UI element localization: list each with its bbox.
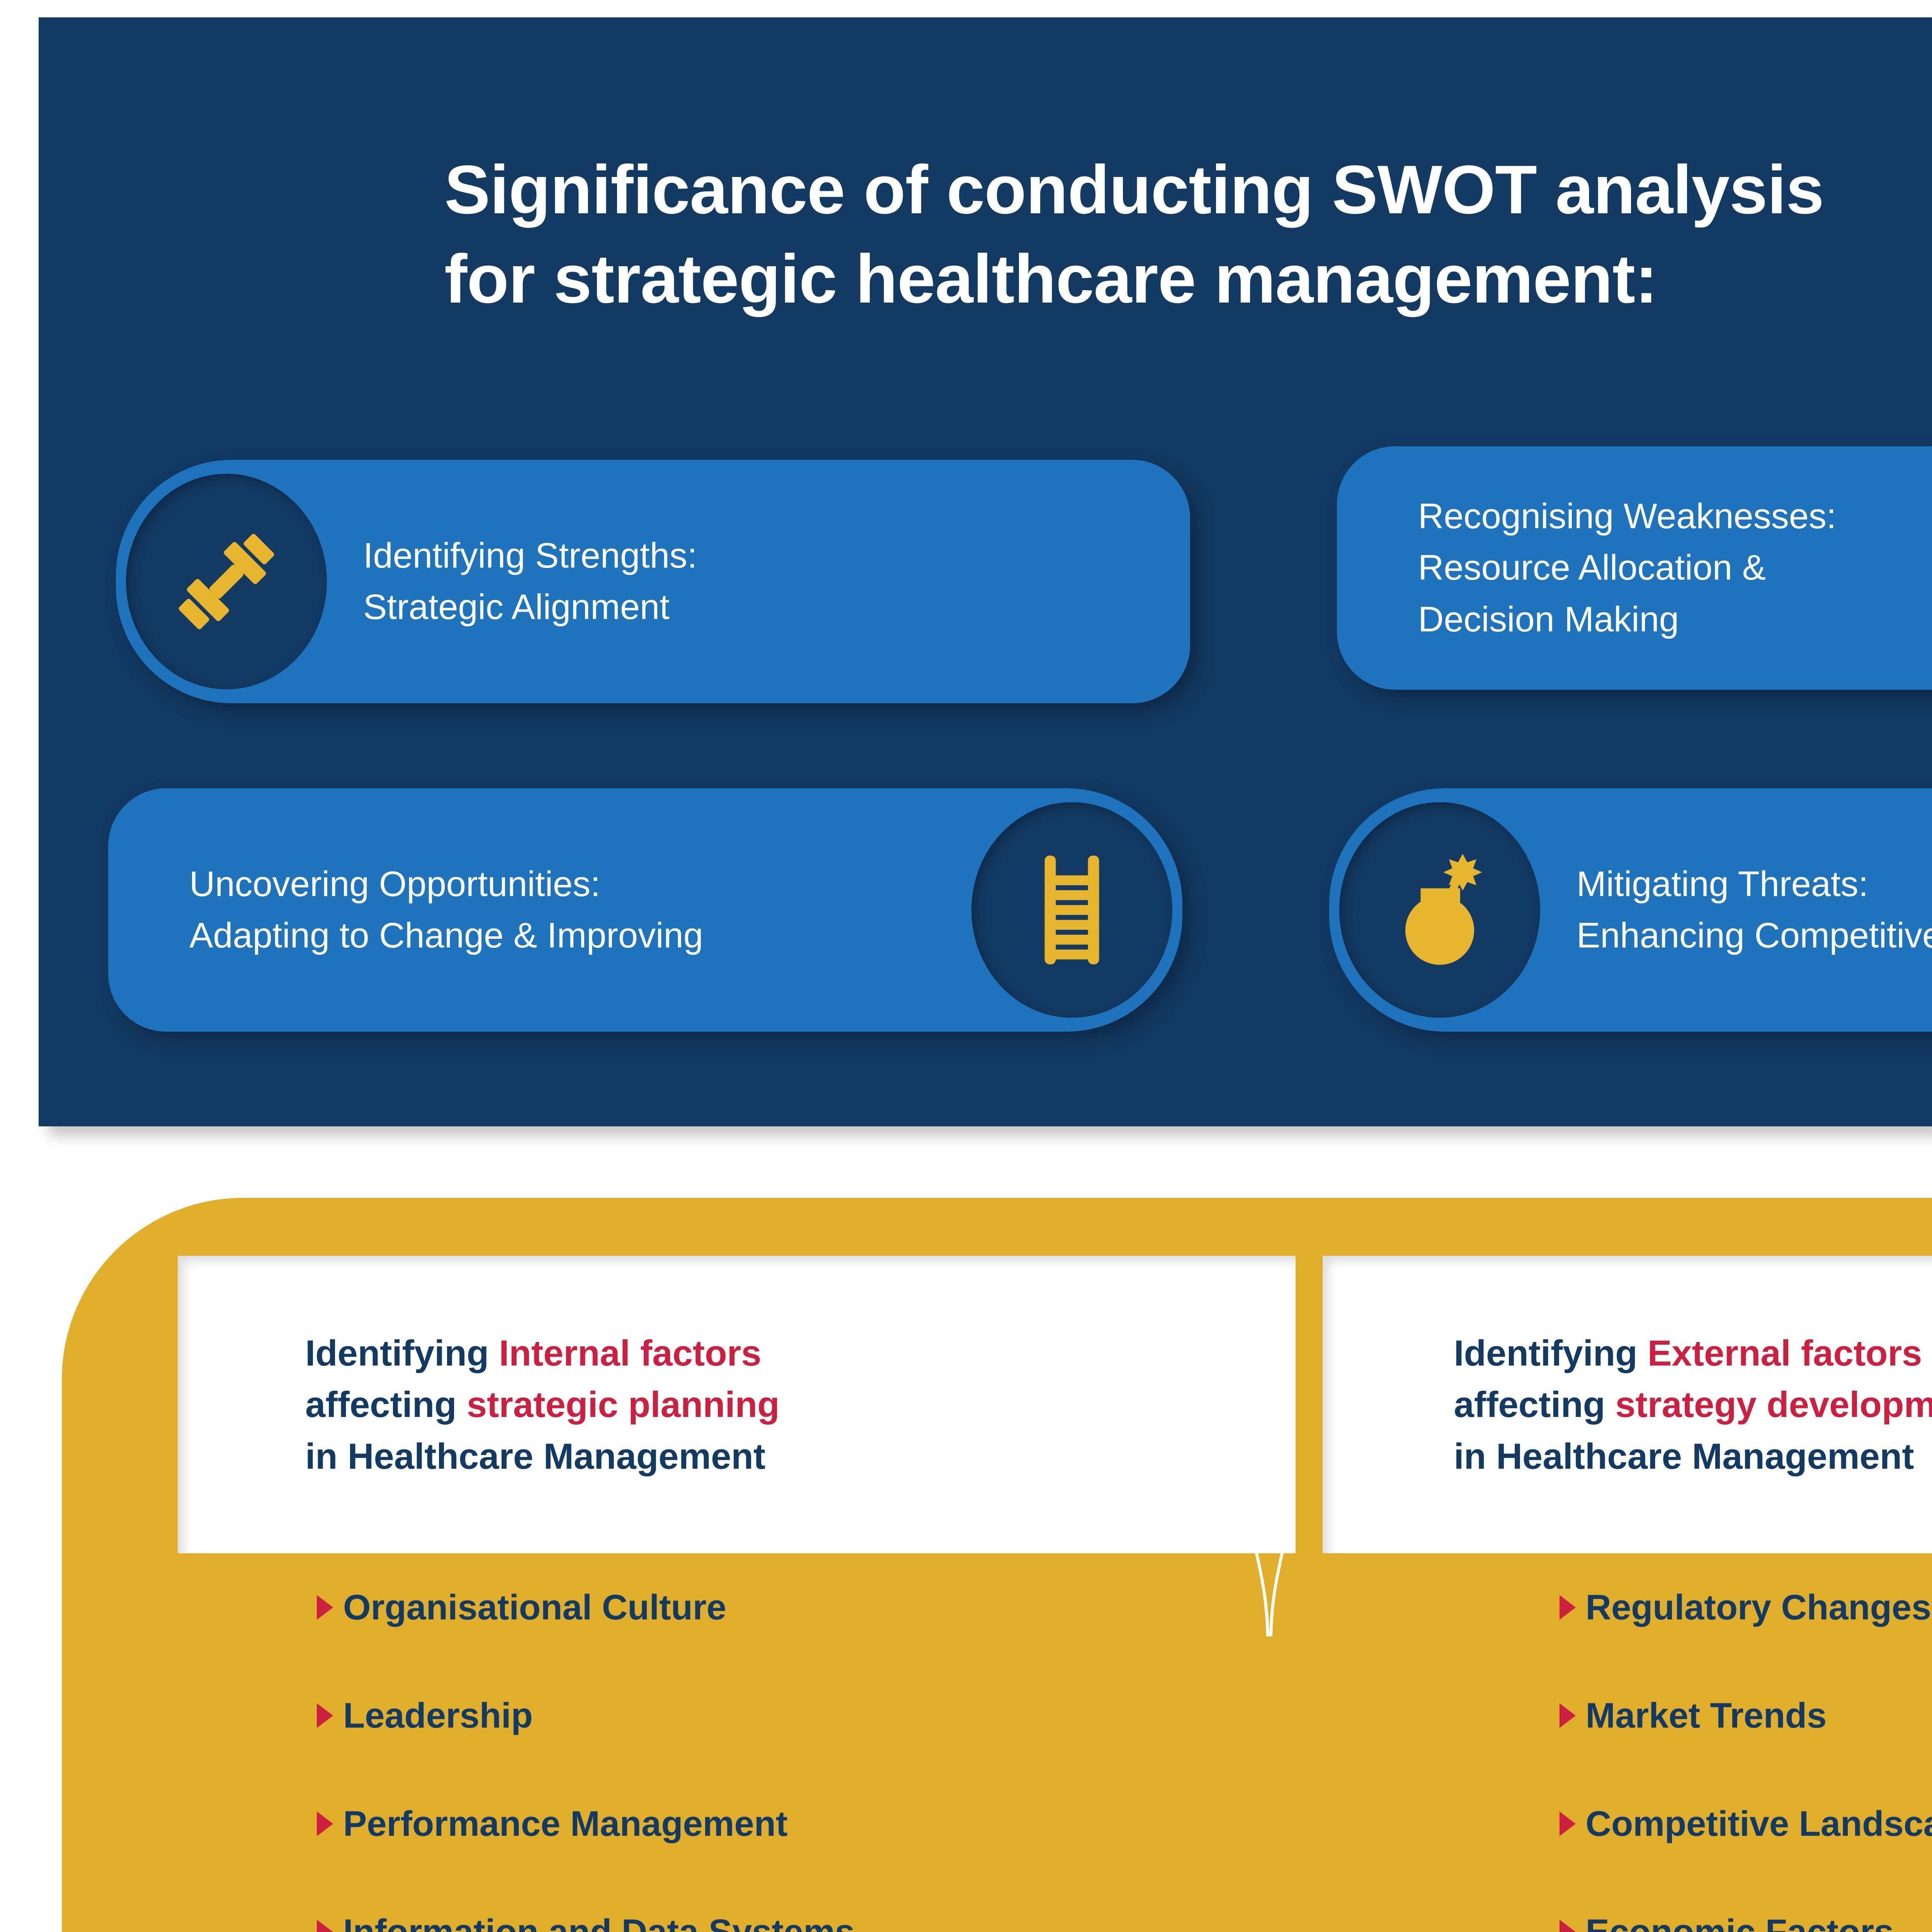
card-mitigating-threats[interactable]: Mitigating Threats: Enhancing Competitiv… — [1329, 788, 1932, 1032]
header-line-1: Identifying External factors — [1454, 1332, 1922, 1373]
card-text: Mitigating Threats: Enhancing Competitiv… — [1577, 788, 1932, 1032]
factors-row: Leadership Market Trends — [62, 1665, 1932, 1767]
header-line-3: in Healthcare Management — [1454, 1435, 1914, 1476]
triangle-bullet-icon — [1559, 1920, 1576, 1932]
factors-lists: Organisational Culture Regulatory Changes… — [62, 1556, 1932, 1932]
header-internal-factors: Identifying Internal factors affecting s… — [178, 1256, 1296, 1553]
list-item-label: Competitive Landscape — [1585, 1804, 1932, 1844]
card-text-line: Identifying Strengths: — [363, 536, 697, 575]
card-text: Identifying Strengths: Strategic Alignme… — [363, 460, 1140, 703]
card-text-line: Decision Making — [1418, 599, 1679, 639]
header-line-1: Identifying Internal factors — [305, 1332, 762, 1373]
card-body — [1337, 446, 1932, 690]
card-text: Recognising Weaknesses: Resource Allocat… — [1418, 446, 1932, 690]
list-item-label: Regulatory Changes — [1585, 1587, 1932, 1627]
triangle-bullet-icon — [317, 1595, 333, 1620]
page-title-line-2: for strategic healthcare management: — [444, 240, 1658, 318]
triangle-bullet-icon — [1559, 1595, 1576, 1620]
list-item[interactable]: Leadership — [62, 1665, 1260, 1767]
triangle-bullet-icon — [1559, 1811, 1576, 1836]
list-item-label: Leadership — [343, 1696, 533, 1735]
ladder-icon — [971, 802, 1172, 1018]
factors-row: Performance Management Competitive Landsc… — [62, 1773, 1932, 1875]
triangle-bullet-icon — [1559, 1703, 1576, 1728]
list-item[interactable]: Market Trends — [1265, 1665, 1932, 1767]
header-line-2: affecting strategy development — [1454, 1384, 1932, 1425]
list-item-label: Information and Data Systems — [343, 1912, 855, 1932]
factors-row: Information and Data Systems Economic Fac… — [62, 1881, 1932, 1932]
card-recognising-weaknesses[interactable]: Recognising Weaknesses: Resource Allocat… — [1337, 446, 1932, 690]
list-item[interactable]: Regulatory Changes — [1265, 1556, 1932, 1658]
triangle-bullet-icon — [317, 1811, 333, 1836]
list-item-label: Performance Management — [343, 1804, 788, 1844]
list-item-label: Market Trends — [1585, 1696, 1827, 1735]
card-identifying-strengths[interactable]: Identifying Strengths: Strategic Alignme… — [116, 460, 1190, 703]
list-item[interactable]: Organisational Culture — [62, 1556, 1260, 1658]
list-item[interactable]: Information and Data Systems — [62, 1881, 1260, 1932]
card-uncovering-opportunities[interactable]: Uncovering Opportunities: Adapting to Ch… — [108, 788, 1182, 1032]
card-text: Uncovering Opportunities: Adapting to Ch… — [189, 788, 935, 1032]
list-item-label: Organisational Culture — [343, 1587, 726, 1627]
list-item[interactable]: Performance Management — [62, 1773, 1260, 1875]
list-item-label: Economic Factors — [1585, 1912, 1894, 1932]
factors-row: Organisational Culture Regulatory Changes — [62, 1556, 1932, 1658]
card-text-line: Strategic Alignment — [363, 587, 670, 627]
triangle-bullet-icon — [317, 1703, 333, 1728]
card-text-line: Adapting to Change & Improving — [189, 916, 703, 955]
list-item[interactable]: Competitive Landscape — [1265, 1773, 1932, 1875]
card-text-line: Resource Allocation & — [1418, 548, 1766, 588]
header-line-3: in Healthcare Management — [305, 1435, 766, 1476]
bomb-icon — [1339, 802, 1540, 1018]
triangle-bullet-icon — [317, 1920, 333, 1932]
card-text-line: Recognising Weaknesses: — [1418, 496, 1837, 536]
card-text-line: Uncovering Opportunities: — [189, 864, 600, 904]
swot-significance-panel: Significance of conducting SWOT analysis… — [39, 17, 1932, 1126]
factors-headers: Identifying Internal factors affecting s… — [62, 1256, 1932, 1553]
page-title: Significance of conducting SWOT analysis… — [444, 145, 1932, 324]
page-title-line-1: Significance of conducting SWOT analysis — [444, 151, 1824, 228]
header-line-2: affecting strategic planning — [305, 1384, 780, 1425]
dumbbell-icon — [126, 474, 327, 689]
list-item[interactable]: Economic Factors — [1265, 1881, 1932, 1932]
card-text-line: Mitigating Threats: — [1577, 864, 1869, 904]
card-text-line: Enhancing Competitiveness — [1577, 916, 1932, 955]
header-external-factors: Identifying External factors affecting s… — [1322, 1256, 1932, 1553]
